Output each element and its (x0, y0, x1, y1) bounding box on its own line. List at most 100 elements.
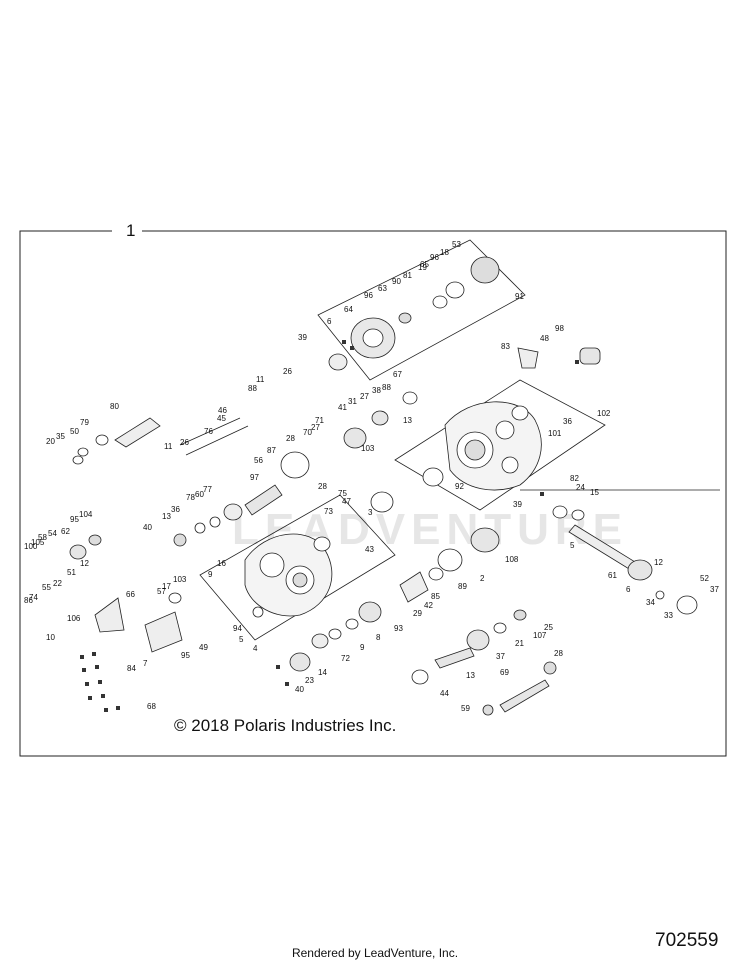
callout-label: 51 (67, 568, 76, 577)
coupler-52 (627, 559, 653, 581)
callout-label: 18 (440, 248, 449, 257)
callout-label: 39 (298, 333, 307, 342)
callout-label: 37 (710, 585, 719, 594)
copyright-text: © 2018 Polaris Industries Inc. (174, 716, 397, 735)
callout-label: 29 (413, 609, 422, 618)
callout-label: 41 (338, 403, 347, 412)
callout-label: 88 (248, 384, 257, 393)
bearing-40 (311, 633, 329, 649)
callout-label: 30 (0, 0, 9, 2)
gasket-77 (280, 451, 310, 479)
callout-label: 100 (24, 542, 38, 551)
callout-label: 23 (305, 676, 314, 685)
callout-label: 64 (344, 305, 353, 314)
callout-label: 83 (501, 342, 510, 351)
callout-label: 104 (79, 510, 93, 519)
callout-label: 63 (378, 284, 387, 293)
cover-53 (470, 256, 500, 284)
callout-label: 94 (233, 624, 242, 633)
callout-label: 8 (376, 633, 381, 642)
callout-label: 37 (496, 652, 505, 661)
callout-label: 15 (590, 488, 599, 497)
callout-label: 40 (143, 523, 152, 532)
shaft-30 (499, 679, 550, 713)
callout-label: 28 (554, 649, 563, 658)
callout-label: 22 (53, 579, 62, 588)
callout-label: 12 (654, 558, 663, 567)
callout-label: 79 (80, 418, 89, 427)
callout-label: 90 (392, 277, 401, 286)
callout-label: 69 (500, 668, 509, 677)
rendered-by-text: Rendered by LeadVenture, Inc. (291, 946, 459, 960)
callout-label: 72 (341, 654, 350, 663)
shift-fork-80 (114, 417, 161, 448)
callout-label: 11 (256, 375, 265, 384)
callout-label: 65 (420, 260, 429, 269)
callout-label: 67 (393, 370, 402, 379)
callout-label: 89 (458, 582, 467, 591)
callout-label: 13 (403, 416, 412, 425)
callout-label: 86 (24, 596, 33, 605)
callout-label: 5 (570, 541, 575, 550)
callout-label: 34 (646, 598, 655, 607)
callout-label: 13 (162, 512, 171, 521)
callout-label: 12 (80, 559, 89, 568)
input-shaft-60 (244, 484, 283, 516)
callout-label: 43 (365, 545, 374, 554)
callout-label: 73 (324, 507, 333, 516)
bracket-83 (517, 347, 539, 369)
callout-label: 95 (70, 515, 79, 524)
bracket-95 (94, 597, 125, 633)
rear-case-housing (444, 401, 542, 491)
callout-label: 42 (424, 601, 433, 610)
callout-label: 75 (338, 489, 347, 498)
callout-label: 17 (162, 582, 171, 591)
callout-label: 54 (48, 529, 57, 538)
callout-label: 28 (318, 482, 327, 491)
callout-label: 80 (110, 402, 119, 411)
callout-label: 95 (181, 651, 190, 660)
callout-label: 40 (295, 685, 304, 694)
parts (69, 256, 698, 716)
callout-label: 97 (250, 473, 259, 482)
callout-label: 84 (127, 664, 136, 673)
callout-label: 81 (403, 271, 412, 280)
callout-label: 62 (61, 527, 70, 536)
callout-label: 10 (46, 633, 55, 642)
gasket-57 (313, 536, 331, 552)
seal-82 (370, 491, 394, 513)
document-number: 702559 (655, 930, 719, 951)
gear-72 (358, 601, 382, 623)
ring-42 (437, 548, 463, 572)
callout-label: 107 (533, 631, 547, 640)
callout-label: 58 (38, 533, 47, 542)
callout-label: 7 (143, 659, 148, 668)
callout-label: 50 (70, 427, 79, 436)
callout-label: 35 (56, 432, 65, 441)
callout-label: 101 (548, 429, 562, 438)
callout-label: 105 (31, 538, 45, 547)
callout-label: 60 (195, 490, 204, 499)
callout-label: 77 (203, 485, 212, 494)
pump-68 (144, 611, 183, 653)
callout-label: 44 (440, 689, 449, 698)
callout-label: 52 (700, 574, 709, 583)
callout-label: 13 (466, 671, 475, 680)
callout-label: 45 (217, 414, 226, 423)
callout-label: 103 (173, 575, 187, 584)
callout-label: 70 (303, 428, 312, 437)
callout-label: 59 (461, 704, 470, 713)
assembly-callout-number: 1 (126, 221, 136, 240)
front-case-housing (244, 533, 333, 617)
gear-69 (466, 629, 490, 651)
callout-label: 49 (199, 643, 208, 652)
callout-label: 21 (515, 639, 524, 648)
callout-label: 43 (0, 0, 9, 2)
callout-label: 98 (555, 324, 564, 333)
callout-label: 36 (563, 417, 572, 426)
bearing-39-top (328, 353, 348, 371)
gear-shaft-59 (434, 647, 475, 669)
cap-107 (676, 595, 698, 615)
callout-label: 9 (208, 570, 213, 579)
